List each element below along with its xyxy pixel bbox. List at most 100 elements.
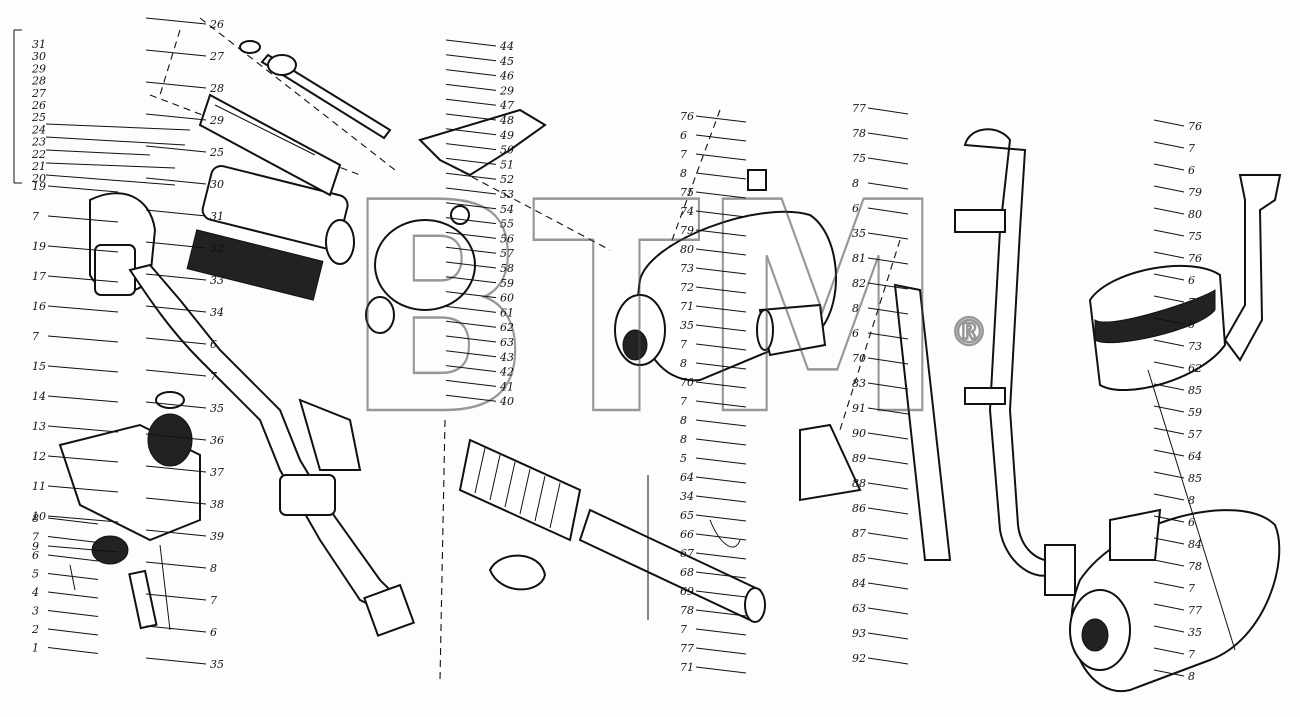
leader-line [695,495,747,503]
leader-line [445,172,497,180]
leader-line [867,657,909,665]
callout-label: 79 [680,224,694,237]
callout-label: 63 [852,602,866,615]
callout-label: 54 [500,203,514,216]
leader-line [1153,185,1185,193]
cooler-housing [186,40,392,301]
callout-label: 26 [209,18,224,31]
leader-line [145,529,207,537]
leader-line [867,632,909,640]
watermark-registered-mark: ® [950,310,988,354]
leader-line [145,49,207,57]
callout-label: 85 [852,552,866,565]
vertical-pipe [954,128,1076,596]
callout-label: 10 [32,510,46,523]
leader-line [47,245,119,253]
leader-line [47,554,99,562]
callout-label: 74 [680,205,694,218]
callout-label: 88 [852,477,866,490]
leader-line [445,113,497,121]
leader-line [695,248,747,256]
leader-line [145,433,207,441]
bracket-line [13,29,22,184]
leader-line [445,320,497,328]
callout-label: 24 [31,123,46,136]
callout-label: 11 [32,480,46,493]
callout-label: 27 [209,50,224,63]
callout-label: 6 [210,626,217,639]
leader-line [695,400,747,408]
leader-line [145,177,207,185]
callout-label: 78 [1188,560,1202,573]
leader-line [867,407,909,415]
callout-label: 20 [31,172,46,185]
leader-line [867,582,909,590]
callout-label: 8 [852,302,859,315]
leader-line [1153,339,1185,347]
leader-line [1153,647,1185,655]
callout-label: 59 [1188,406,1202,419]
callout-label: 38 [210,498,224,511]
callout-label: 62 [1188,362,1202,375]
leader-line [695,362,747,370]
leader-line [867,107,909,115]
callout-label: 65 [680,509,694,522]
callout-label: 64 [1188,450,1202,463]
leader-line [867,507,909,515]
leader-line [47,395,119,403]
callout-label: 71 [680,661,694,674]
leader-line [695,457,747,465]
callout-label: 7 [32,210,39,223]
leader-line [1153,361,1185,369]
leader-line [695,533,747,541]
callout-label: 28 [209,82,224,95]
leader-line [1153,537,1185,545]
leader-line [695,286,747,294]
callout-label: 25 [209,146,224,159]
callout-label: 77 [1188,604,1202,617]
callout-label: 32 [210,242,224,255]
callout-label: 14 [32,390,46,403]
leader-line [445,54,497,62]
leader-line [145,17,207,25]
leader-line [1153,515,1185,523]
callout-label: 78 [852,127,866,140]
leader-line [145,657,207,665]
leader-line [867,607,909,615]
leader-line [1153,559,1185,567]
leader-line [47,628,99,636]
leader-line [867,282,909,290]
leader-line [47,610,99,617]
leader-line [145,273,207,281]
leader-line [1153,471,1185,479]
leader-line [695,343,747,351]
leader-line [695,134,747,142]
leader-line [445,128,497,136]
callout-label: 29 [499,84,514,97]
callout-label: 35 [1188,626,1202,639]
callout-label: 68 [680,566,694,579]
leader-line [867,382,909,390]
callout-label: 12 [32,450,46,463]
callout-label: 66 [680,528,694,541]
leader-line [445,261,497,269]
callout-label: 6 [680,129,687,142]
leader-line [145,81,207,89]
leader-line [445,157,497,165]
leader-line [445,98,497,106]
callout-label: 16 [32,300,46,313]
callout-group-g6: 7667875747980737271357870788564346566676… [680,110,747,674]
leader-line [47,647,99,654]
callout-label: 7 [1188,582,1195,595]
callout-label: 53 [500,188,514,201]
leader-line [47,485,119,493]
callout-label: 21 [31,160,46,173]
leader-line [445,365,497,373]
callout-label: 51 [500,158,514,171]
callout-label: 8 [1188,318,1195,331]
leader-line [1153,493,1185,501]
callout-label: 62 [500,321,514,334]
